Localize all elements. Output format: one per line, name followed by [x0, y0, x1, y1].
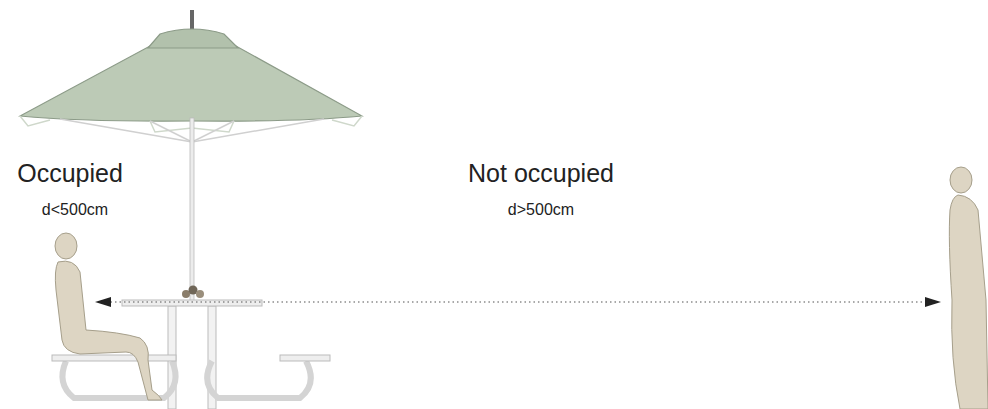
umbrella-rib — [60, 119, 192, 142]
status-label: Occupied — [17, 161, 123, 186]
status-label: Not occupied — [468, 161, 614, 186]
table-top — [122, 300, 262, 306]
person-head — [950, 167, 972, 193]
umbrella-canopy — [20, 46, 362, 121]
umbrella-pole — [190, 118, 194, 302]
bench-seat — [52, 355, 176, 361]
arrow-head — [95, 297, 111, 307]
umbrella-cap — [148, 29, 238, 48]
person-body — [55, 261, 162, 400]
bench-frame — [207, 361, 311, 398]
person-head — [55, 233, 77, 259]
dimension-label: d>500cm — [508, 202, 574, 218]
umbrella-rib — [150, 121, 192, 142]
seated-person — [55, 233, 162, 400]
distance-line — [106, 301, 928, 302]
standing-person — [949, 167, 988, 409]
arrow-head — [925, 297, 941, 307]
umbrella — [20, 10, 362, 302]
bench-seat — [280, 355, 330, 361]
bench-frame — [62, 361, 175, 398]
umbrella-rib — [192, 119, 324, 142]
flower-pot — [196, 290, 204, 298]
person-body — [949, 195, 988, 409]
dimension-label: d<500cm — [42, 202, 108, 218]
distance-arrow — [95, 297, 941, 307]
